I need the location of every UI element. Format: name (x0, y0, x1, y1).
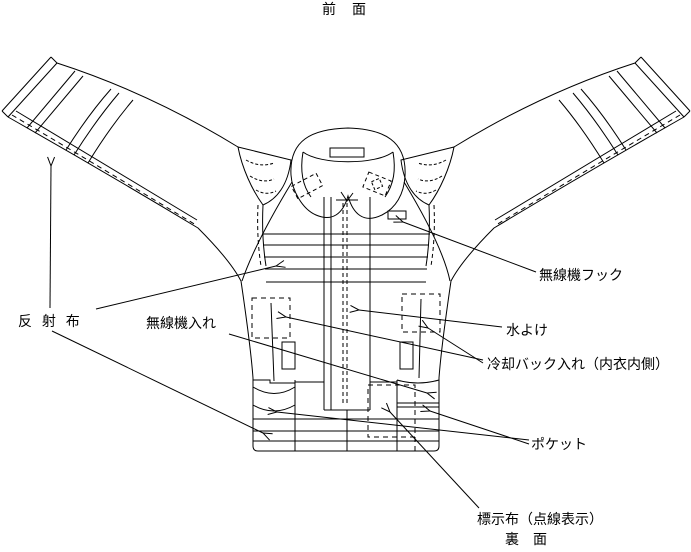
waist-pocket-left (252, 379, 324, 451)
leader-pocket-right (420, 404, 530, 445)
page-title: 前 面 (322, 1, 367, 17)
label-back-side: 裏 面 (505, 531, 547, 547)
leader-marking-cloth (381, 402, 480, 509)
label-pocket: ポケット (531, 436, 587, 452)
collar (290, 127, 406, 219)
right-shoulder-yoke (400, 146, 455, 206)
label-radio-pocket: 無線機入れ (146, 315, 216, 331)
right-cuff-band-line (616, 70, 666, 129)
leader-lines (47, 156, 537, 509)
radio-hook-rect (387, 210, 407, 220)
leader-radio-pocket (228, 333, 437, 400)
leader-reflective-to-sleeve (47, 156, 56, 309)
chest-reflective-band (262, 233, 430, 283)
radio-pocket-slot-left (281, 341, 296, 370)
left-cuff-band-line (26, 70, 76, 129)
label-water-guard: 水よけ (506, 322, 548, 338)
leader-reflective-to-hem-band (51, 330, 273, 441)
front-placket (323, 197, 371, 419)
label-cooling-pack-pocket: 冷却バック入れ（内衣内側） (487, 356, 669, 372)
collar-size-tag (329, 147, 365, 158)
right-sleeve-reflective-stripe (580, 88, 627, 151)
leader-cooling-pack-left (276, 311, 484, 361)
label-reflective-cloth: 反 射 布 (18, 313, 83, 329)
label-radio-hook: 無線機フック (539, 267, 623, 283)
collar-right-tab (362, 171, 392, 197)
left-sleeve-reflective-stripe (65, 88, 112, 151)
leader-reflective-to-chest-band (95, 260, 286, 310)
radio-pocket-slot-right (399, 341, 414, 370)
leader-water-guard (349, 305, 503, 328)
cooling-pack-pocket-right (401, 293, 441, 379)
torso-outline (240, 181, 452, 452)
right-sleeve (450, 56, 691, 282)
collar-left-tab (290, 172, 324, 200)
left-sleeve (1, 56, 242, 282)
leader-cooling-pack-right (418, 319, 484, 364)
label-marking-cloth: 標示布（点線表示） (477, 511, 603, 527)
waist-pocket-right (370, 379, 440, 451)
leader-radio-hook (393, 215, 537, 273)
